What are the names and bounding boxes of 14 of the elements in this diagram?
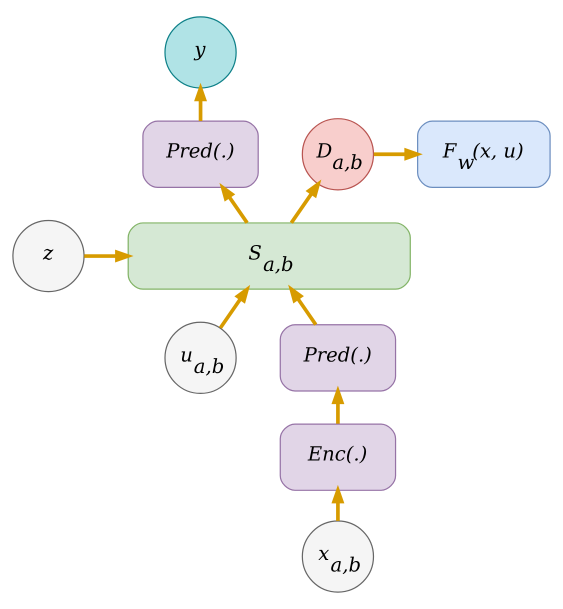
arrow	[84, 250, 134, 263]
node-circle: y	[164, 16, 237, 89]
node-box: Enc(.)	[280, 423, 396, 491]
node-box: Pred(.)	[142, 120, 259, 188]
arrow	[290, 179, 322, 224]
arrow	[219, 182, 249, 224]
arrow	[374, 148, 423, 161]
arrow	[194, 82, 208, 122]
arrow	[288, 284, 318, 326]
arrow	[331, 386, 344, 424]
node-box: Pred(.)	[280, 324, 396, 392]
node-circle: z	[12, 220, 85, 292]
arrow	[331, 484, 344, 521]
arrow	[218, 284, 250, 329]
